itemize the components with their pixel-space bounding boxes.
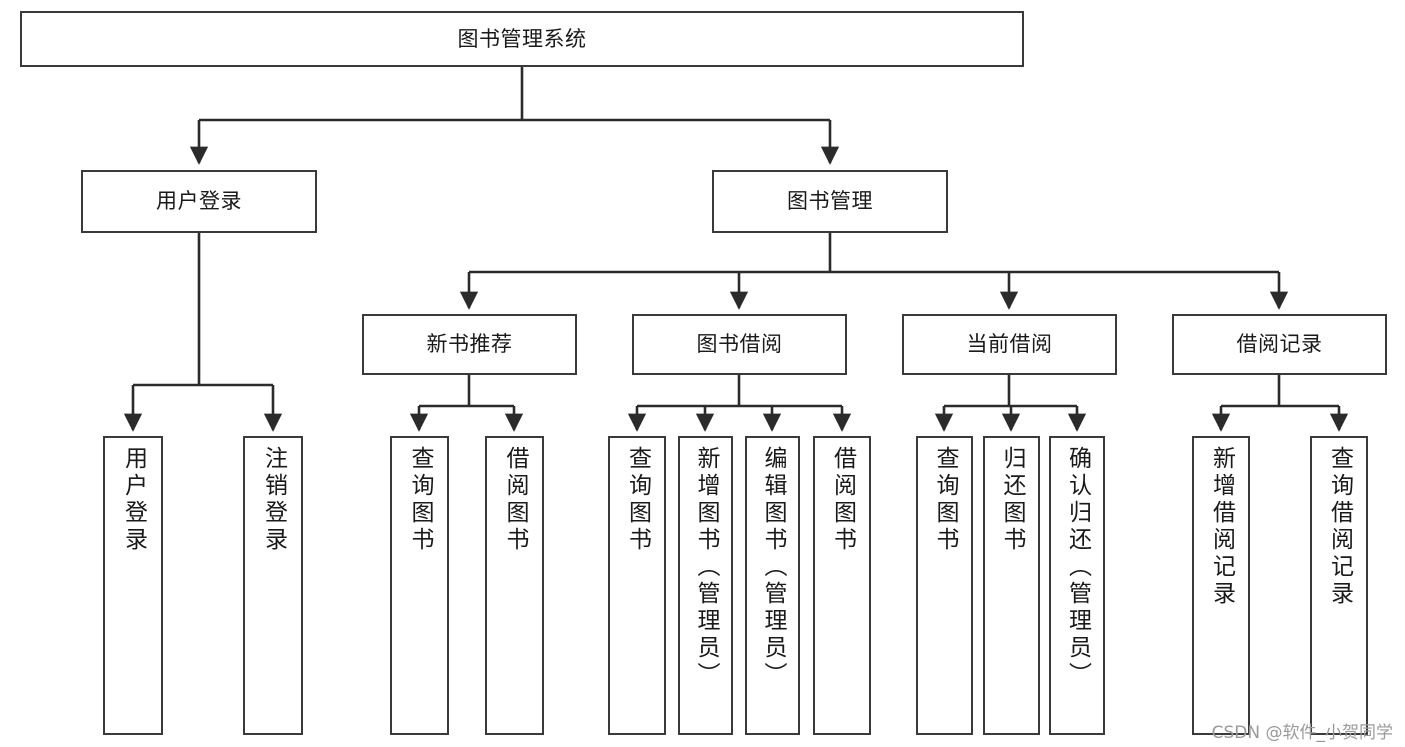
node-user-login[interactable]: 用户登录 bbox=[81, 170, 317, 233]
node-book-borrow[interactable]: 图书借阅 bbox=[632, 314, 847, 375]
node-current-borrow[interactable]: 当前借阅 bbox=[902, 314, 1117, 375]
leaf-query-record[interactable]: 查询借阅记录 bbox=[1310, 436, 1368, 735]
node-root-label: 图书管理系统 bbox=[457, 26, 587, 51]
node-root[interactable]: 图书管理系统 bbox=[20, 11, 1024, 67]
leaf-query-book-2-label: 查询图书 bbox=[624, 446, 651, 554]
leaf-add-book-label: 新增图书（管理员） bbox=[693, 446, 719, 689]
leaf-borrow-book-2-label: 借阅图书 bbox=[829, 446, 856, 554]
leaf-query-book-3[interactable]: 查询图书 bbox=[916, 436, 973, 735]
leaf-edit-book[interactable]: 编辑图书（管理员） bbox=[745, 436, 800, 735]
node-new-book-recommend-label: 新书推荐 bbox=[426, 332, 513, 357]
node-user-login-label: 用户登录 bbox=[156, 189, 242, 214]
leaf-query-book-2[interactable]: 查询图书 bbox=[608, 436, 666, 735]
leaf-add-record[interactable]: 新增借阅记录 bbox=[1192, 436, 1250, 735]
leaf-borrow-book-2[interactable]: 借阅图书 bbox=[813, 436, 871, 735]
leaf-borrow-book-1[interactable]: 借阅图书 bbox=[485, 436, 544, 735]
leaf-logout-label: 注销登录 bbox=[260, 446, 287, 554]
leaf-logout[interactable]: 注销登录 bbox=[243, 436, 303, 735]
node-book-borrow-label: 图书借阅 bbox=[696, 332, 783, 357]
leaf-edit-book-label: 编辑图书（管理员） bbox=[760, 446, 786, 689]
leaf-user-login-label: 用户登录 bbox=[120, 446, 147, 554]
leaf-add-book[interactable]: 新增图书（管理员） bbox=[678, 436, 733, 735]
node-book-manage-label: 图书管理 bbox=[787, 189, 873, 214]
node-new-book-recommend[interactable]: 新书推荐 bbox=[362, 314, 577, 375]
leaf-confirm-return-label: 确认归还（管理员） bbox=[1064, 446, 1091, 689]
node-current-borrow-label: 当前借阅 bbox=[966, 332, 1053, 357]
leaf-query-book-1[interactable]: 查询图书 bbox=[390, 436, 449, 735]
leaf-add-record-label: 新增借阅记录 bbox=[1208, 446, 1235, 608]
leaf-borrow-book-1-label: 借阅图书 bbox=[502, 446, 528, 554]
node-borrow-record-label: 借阅记录 bbox=[1236, 332, 1323, 357]
node-book-manage[interactable]: 图书管理 bbox=[712, 170, 948, 233]
node-borrow-record[interactable]: 借阅记录 bbox=[1172, 314, 1387, 375]
leaf-query-record-label: 查询借阅记录 bbox=[1326, 446, 1353, 608]
leaf-query-book-3-label: 查询图书 bbox=[932, 446, 958, 554]
leaf-return-book[interactable]: 归还图书 bbox=[983, 436, 1040, 735]
leaf-return-book-label: 归还图书 bbox=[999, 446, 1025, 554]
leaf-user-login[interactable]: 用户登录 bbox=[103, 436, 163, 735]
leaf-query-book-1-label: 查询图书 bbox=[407, 446, 433, 554]
leaf-confirm-return[interactable]: 确认归还（管理员） bbox=[1049, 436, 1105, 735]
